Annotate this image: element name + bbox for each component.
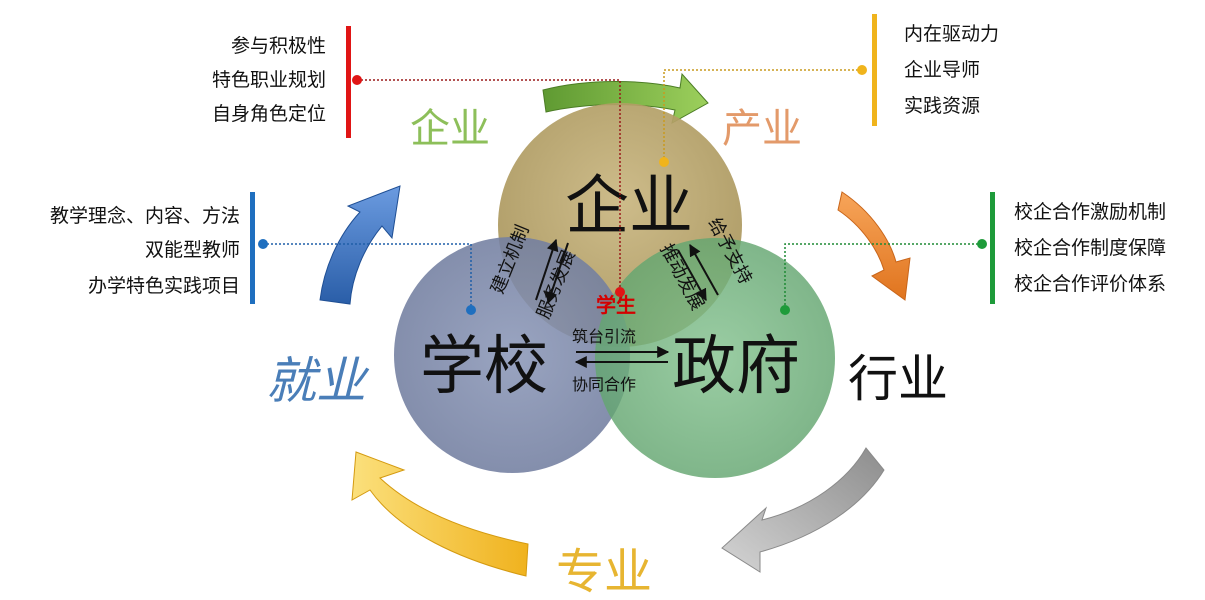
connector-dot-left bbox=[258, 239, 268, 249]
connector-right bbox=[784, 243, 982, 310]
connector-dot-right bbox=[977, 239, 987, 249]
connector-dot-student bbox=[615, 287, 625, 297]
list-item: 自身角色定位 bbox=[212, 103, 326, 125]
list-item: 教学理念、内容、方法 bbox=[50, 204, 240, 227]
list-left: 教学理念、内容、方法 双能型教师 办学特色实践项目 bbox=[50, 204, 240, 297]
circle-government bbox=[595, 238, 835, 478]
rel-text-sg-top: 筑台引流 bbox=[572, 327, 636, 346]
cycle-arrow-green bbox=[542, 72, 709, 124]
cycle-arrow-orange bbox=[837, 191, 911, 301]
center-student: 学生 bbox=[596, 293, 636, 317]
list-item: 双能型教师 bbox=[145, 239, 240, 261]
list-bar-top-left bbox=[346, 26, 351, 138]
list-item: 校企合作制度保障 bbox=[1014, 237, 1166, 259]
circle-title-government: 政府 bbox=[672, 330, 800, 404]
connector-top-right bbox=[663, 69, 862, 160]
connector-top-left bbox=[357, 79, 621, 304]
circle-school bbox=[394, 237, 630, 473]
connector-dot-school bbox=[466, 305, 476, 315]
list-item: 校企合作评价体系 bbox=[1014, 273, 1166, 295]
list-item: 内在驱动力 bbox=[904, 23, 999, 45]
rel-arrow-eg-down bbox=[677, 249, 707, 302]
list-bar-top-right bbox=[872, 14, 877, 126]
list-top-right: 内在驱动力 企业导师 实践资源 bbox=[904, 23, 999, 117]
ring-word-enterprise: 企业 bbox=[410, 106, 490, 152]
connector-dot-government bbox=[780, 305, 790, 315]
ring-word-trade: 行业 bbox=[848, 350, 948, 408]
circle-title-school: 学校 bbox=[420, 330, 548, 404]
cycle-arrow-blue bbox=[319, 185, 401, 305]
list-item: 参与积极性 bbox=[231, 35, 326, 57]
circle-title-enterprise: 企业 bbox=[565, 170, 693, 244]
list-item: 特色职业规划 bbox=[212, 69, 326, 91]
list-item: 办学特色实践项目 bbox=[88, 275, 240, 297]
rel-arrow-es-up bbox=[535, 238, 559, 301]
connector-dot-top-right bbox=[857, 65, 867, 75]
rel-arrow-es-down bbox=[545, 242, 569, 305]
list-bar-left bbox=[250, 192, 255, 304]
rel-text-sg-bottom: 协同合作 bbox=[572, 375, 636, 394]
connector-dot-enterprise bbox=[659, 157, 669, 167]
rel-arrow-eg-up bbox=[689, 243, 719, 296]
list-top-left: 参与积极性 特色职业规划 自身角色定位 bbox=[212, 35, 326, 125]
connector-dot-top-left bbox=[352, 75, 362, 85]
list-bar-right bbox=[990, 192, 995, 304]
list-right: 校企合作激励机制 校企合作制度保障 校企合作评价体系 bbox=[1014, 201, 1166, 295]
list-item: 校企合作激励机制 bbox=[1014, 201, 1166, 223]
connector-left bbox=[263, 243, 472, 310]
ring-word-industry: 产业 bbox=[722, 106, 802, 152]
ring-word-employment: 就业 bbox=[266, 352, 370, 410]
cycle-arrow-yellow bbox=[351, 451, 529, 577]
list-item: 实践资源 bbox=[904, 95, 980, 117]
ring-word-major: 专业 bbox=[556, 544, 652, 600]
cycle-arrow-gray bbox=[721, 447, 885, 573]
list-item: 企业导师 bbox=[904, 59, 980, 81]
